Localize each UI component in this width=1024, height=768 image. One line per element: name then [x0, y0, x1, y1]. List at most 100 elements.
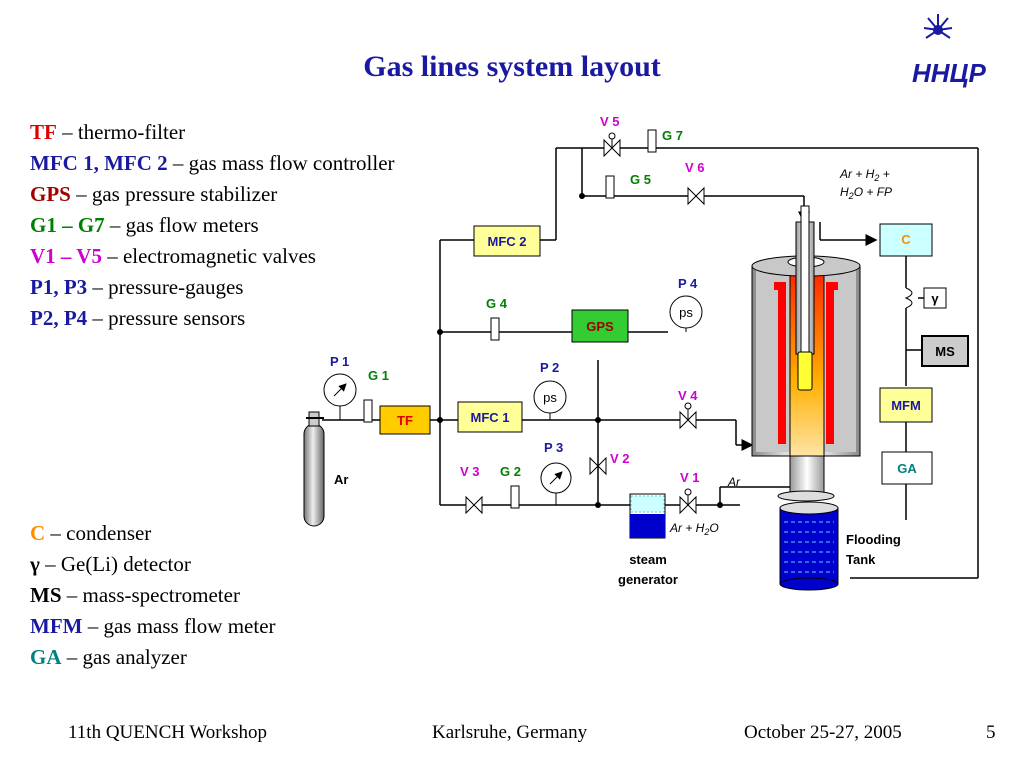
footer-page-number: 5: [986, 722, 996, 743]
logo-text: ННЦР: [912, 58, 987, 88]
exhaust-label-2: H2O + FP: [840, 185, 892, 201]
legend-desc: – electromagnetic valves: [101, 244, 316, 268]
p4-label: P 4: [678, 276, 698, 291]
tf-box: TF: [379, 405, 431, 435]
ar-h2o-end: O: [709, 521, 718, 535]
legend-item-ms: MS – mass-spectrometer: [30, 580, 276, 611]
legend-desc: – mass-spectrometer: [61, 583, 240, 607]
furnace: [751, 205, 861, 502]
flood-label-1: Flooding: [846, 532, 901, 547]
footer-date: October 25-27, 2005: [744, 722, 902, 743]
exhaust-label-1: Ar + H2 +: [839, 167, 890, 183]
legend-abbr: GA: [30, 645, 62, 669]
g4-label: G 4: [486, 296, 508, 311]
flooding-tank: Flooding Tank: [779, 501, 901, 591]
ar-cylinder-label: Ar: [334, 472, 348, 487]
legend-item-mfm: MFM – gas mass flow meter: [30, 611, 276, 642]
legend-abbr: MFC 1, MFC 2: [30, 151, 168, 175]
legend-desc: – gas pressure stabilizer: [70, 182, 278, 206]
ar-h2o-label: Ar + H2O: [669, 521, 719, 537]
exhaust-1-end: +: [879, 167, 889, 181]
ms-box: MS: [921, 335, 969, 367]
condenser-label: C: [901, 232, 911, 247]
v5-valve: V 5: [600, 114, 621, 158]
ar-h2o-text: Ar + H: [669, 521, 705, 535]
flood-label-2: Tank: [846, 552, 876, 567]
p1-label: P 1: [330, 354, 349, 369]
exhaust-2-text: H: [840, 185, 849, 199]
legend-item-c: C – condenser: [30, 518, 276, 549]
p4-ps: ps: [679, 305, 693, 320]
g5-label: G 5: [630, 172, 651, 187]
p3-gauge: P 3: [540, 440, 572, 505]
p2-ps: ps: [543, 390, 557, 405]
gps-label: GPS: [586, 319, 614, 334]
legend-item-gamma: γ – Ge(Li) detector: [30, 549, 276, 580]
ar-line-label: Ar: [727, 475, 741, 489]
ga-label: GA: [897, 461, 917, 476]
legend-abbr: V1 – V5: [30, 244, 102, 268]
steam-label-2: generator: [618, 572, 678, 587]
mfc1-label: MFC 1: [471, 410, 510, 425]
legend-item-tf: TF – thermo-filter: [30, 117, 395, 148]
mfc2-label: MFC 2: [488, 234, 527, 249]
g7-label: G 7: [662, 128, 683, 143]
legend-item-mfc: MFC 1, MFC 2 – gas mass flow controller: [30, 148, 395, 179]
v2-label: V 2: [610, 451, 630, 466]
legend-bottom: C – condenser γ – Ge(Li) detector MS – m…: [30, 518, 276, 673]
g1-flowmeter: G 1: [363, 368, 389, 423]
v1-valve: V 1: [679, 470, 700, 515]
legend-desc: – pressure-gauges: [87, 275, 244, 299]
exhaust-2-end: O + FP: [854, 185, 892, 199]
mfc2-box: MFC 2: [473, 225, 541, 257]
legend-desc: – Ge(Li) detector: [39, 552, 191, 576]
legend-desc: – thermo-filter: [56, 120, 186, 144]
g2-label: G 2: [500, 464, 521, 479]
exhaust-1-text: Ar + H: [839, 167, 875, 181]
gps-box: GPS: [571, 309, 629, 343]
gamma-detector: γ: [904, 287, 947, 309]
legend-desc: – gas mass flow meter: [82, 614, 276, 638]
ms-label: MS: [935, 344, 955, 359]
p3-label: P 3: [544, 440, 563, 455]
legend-item-p24: P2, P4 – pressure sensors: [30, 303, 395, 334]
v3-label: V 3: [460, 464, 480, 479]
mfm-box: MFM: [879, 387, 933, 423]
v4-label: V 4: [678, 388, 698, 403]
g2-flowmeter: G 2: [500, 464, 521, 509]
legend-abbr: G1 – G7: [30, 213, 105, 237]
legend-desc: – pressure sensors: [87, 306, 246, 330]
g4-flowmeter: G 4: [486, 296, 508, 341]
legend-top: TF – thermo-filter MFC 1, MFC 2 – gas ma…: [30, 117, 395, 334]
v3-valve: V 3: [460, 464, 483, 515]
p2-sensor: ps P 2: [533, 360, 567, 420]
v6-valve: V 6: [685, 160, 705, 206]
steam-generator: steam generator: [618, 493, 678, 587]
g7-flowmeter: G 7: [647, 128, 683, 153]
ar-h2o-sub: 2: [703, 527, 709, 537]
g1-label: G 1: [368, 368, 389, 383]
legend-item-p13: P1, P3 – pressure-gauges: [30, 272, 395, 303]
legend-abbr: TF: [30, 120, 57, 144]
legend-item-g: G1 – G7 – gas flow meters: [30, 210, 395, 241]
footer-location: Karlsruhe, Germany: [432, 722, 588, 743]
v2-valve: V 2: [589, 451, 630, 476]
gamma-label: γ: [931, 291, 939, 306]
legend-abbr: γ: [30, 552, 40, 576]
v6-label: V 6: [685, 160, 705, 175]
p4-sensor: ps P 4: [669, 276, 703, 332]
steam-label-1: steam: [629, 552, 667, 567]
legend-item-gps: GPS – gas pressure stabilizer: [30, 179, 395, 210]
exhaust-2-sub: 2: [848, 191, 854, 201]
legend-abbr: MFM: [30, 614, 83, 638]
legend-item-ga: GA – gas analyzer: [30, 642, 276, 673]
v1-label: V 1: [680, 470, 700, 485]
condenser-box: C: [879, 223, 933, 257]
legend-abbr: GPS: [30, 182, 71, 206]
legend-desc: – gas flow meters: [104, 213, 259, 237]
tf-label: TF: [397, 413, 413, 428]
ga-box: GA: [881, 451, 933, 485]
argon-cylinder: Ar: [303, 411, 348, 527]
footer-workshop: 11th QUENCH Workshop: [68, 722, 268, 743]
